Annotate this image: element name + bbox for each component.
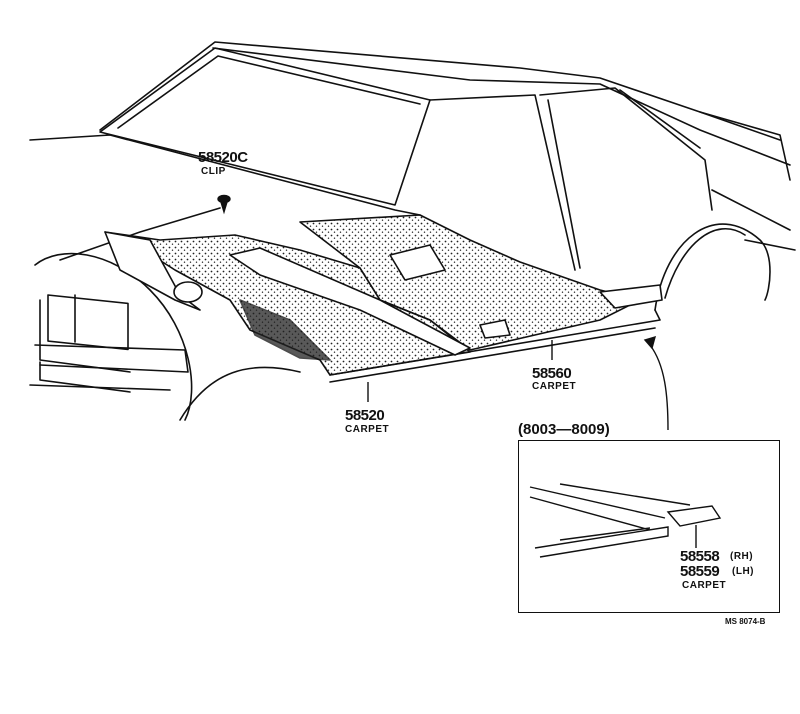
part-number-lh: 58559 bbox=[680, 563, 720, 580]
side-lh: (LH) bbox=[732, 566, 754, 577]
front-fender bbox=[34, 252, 193, 421]
clip-icon bbox=[217, 194, 231, 215]
roof-outline bbox=[99, 41, 781, 141]
part-number-rh: 58558 bbox=[680, 548, 720, 565]
part-number-clip: 58520C bbox=[198, 149, 248, 166]
part-number-front-carpet: 58520 bbox=[345, 407, 385, 424]
headlight bbox=[47, 294, 129, 351]
rear-wheel-arch bbox=[654, 223, 771, 311]
inset-range-label: (8003—8009) bbox=[518, 421, 610, 438]
side-window bbox=[429, 94, 576, 271]
front-bumper bbox=[34, 344, 189, 373]
front-carpet bbox=[104, 231, 471, 376]
inset-sill bbox=[529, 486, 666, 519]
inset-carpet-piece bbox=[666, 505, 722, 527]
side-rh: (RH) bbox=[730, 551, 754, 562]
part-name-front-carpet: CARPET bbox=[345, 424, 390, 435]
rear-carpet bbox=[299, 214, 641, 351]
windshield bbox=[99, 47, 431, 206]
part-number-rear-carpet: 58560 bbox=[532, 365, 572, 382]
hood bbox=[29, 134, 421, 216]
rear-roof-line bbox=[212, 47, 791, 166]
rear-carpet-flap bbox=[599, 284, 663, 309]
heater-duct bbox=[173, 281, 203, 303]
leader-inset bbox=[649, 344, 669, 431]
front-footwell bbox=[239, 299, 331, 361]
tunnel bbox=[229, 247, 471, 356]
seat-pad bbox=[389, 244, 446, 281]
rear-quarter bbox=[699, 111, 791, 181]
part-name-rear-carpet: CARPET bbox=[532, 381, 577, 392]
inset-box bbox=[518, 440, 780, 613]
part-name-clip: CLIP bbox=[201, 166, 226, 177]
figure-code: MS 8074-B bbox=[725, 617, 766, 626]
part-name-inset: CARPET bbox=[682, 580, 727, 591]
